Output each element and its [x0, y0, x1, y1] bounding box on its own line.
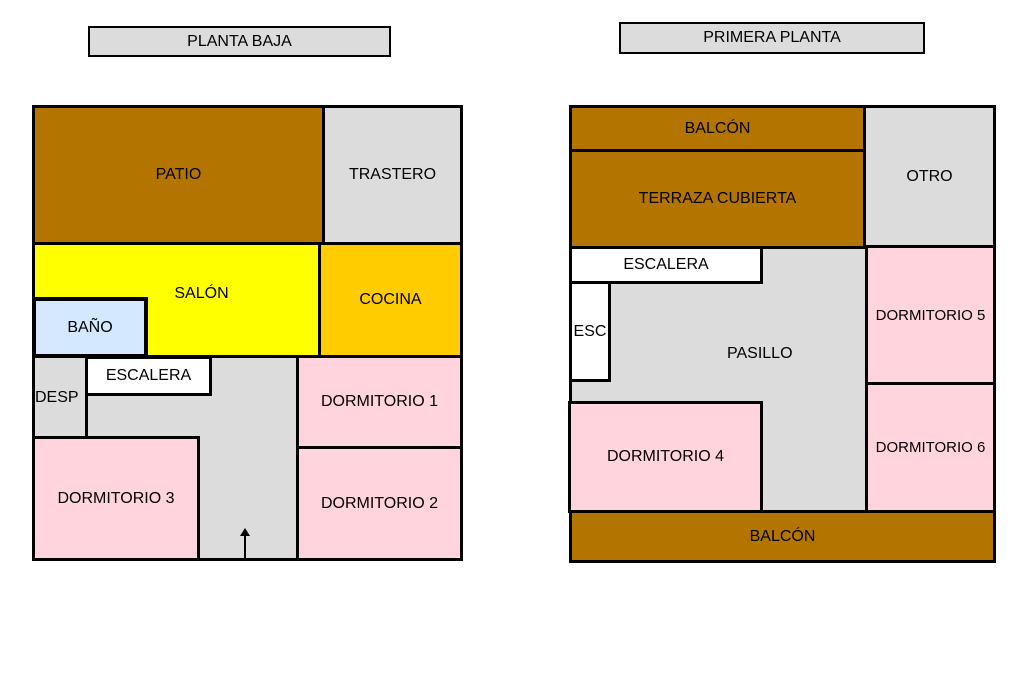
- room-cocina: COCINA: [318, 242, 463, 358]
- room-pasillo-label: PASILLO: [727, 345, 793, 362]
- room-dormitorio-4: DORMITORIO 4: [568, 401, 763, 513]
- room-escalera-upper: ESCALERA: [569, 246, 763, 284]
- entrance-arrow-icon: [240, 528, 250, 558]
- first-floor-title: PRIMERA PLANTA: [619, 22, 925, 54]
- room-desp: DESP: [32, 355, 88, 440]
- room-dormitorio-6: DORMITORIO 6: [865, 382, 996, 513]
- room-patio: PATIO: [32, 105, 325, 245]
- room-dormitorio-2: DORMITORIO 2: [296, 446, 463, 561]
- room-otro: OTRO: [863, 105, 996, 248]
- room-dormitorio-1: DORMITORIO 1: [296, 355, 463, 449]
- room-dormitorio-5: DORMITORIO 5: [865, 245, 996, 386]
- ground-floor-title: PLANTA BAJA: [88, 26, 391, 57]
- room-dormitorio-3: DORMITORIO 3: [32, 436, 200, 561]
- room-escalera: ESCALERA: [85, 356, 212, 396]
- room-balcon-bottom: BALCÓN: [569, 510, 996, 563]
- room-bano: BAÑO: [32, 297, 148, 358]
- room-esc: ESC: [569, 281, 611, 382]
- room-balcon-top: BALCÓN: [569, 105, 866, 152]
- room-trastero: TRASTERO: [322, 105, 463, 245]
- room-terraza-cubierta: TERRAZA CUBIERTA: [569, 149, 866, 249]
